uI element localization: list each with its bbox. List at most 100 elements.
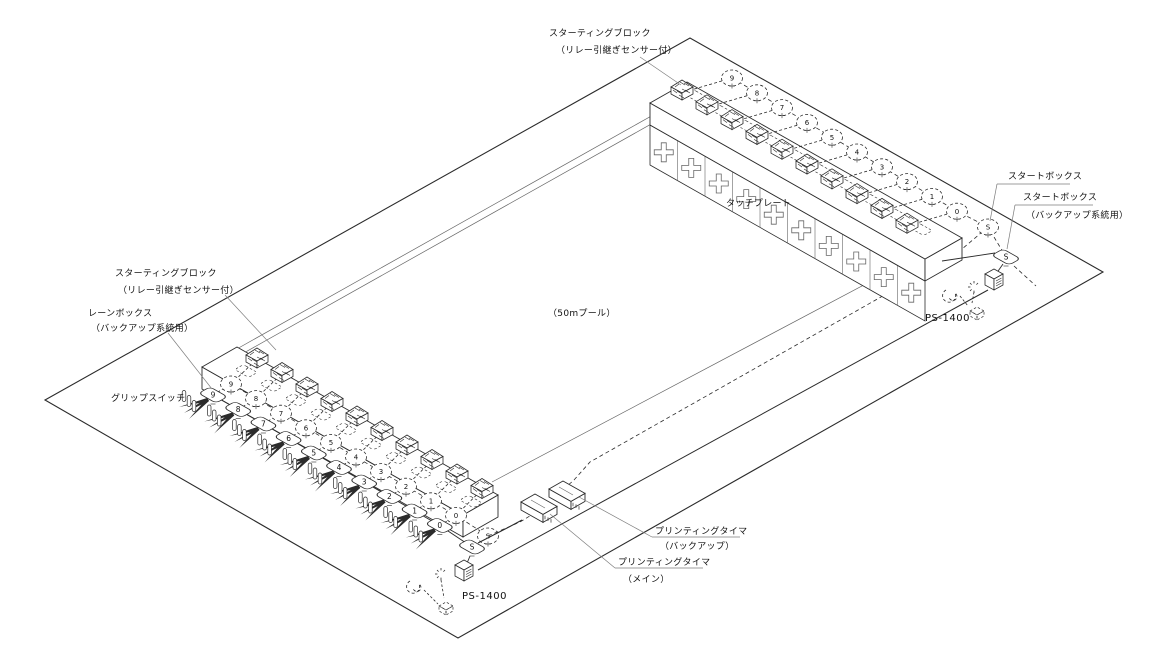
relay-sensor-pad: [285, 394, 307, 406]
touch-plate-cross: [791, 220, 812, 241]
lane-box-number: 1: [412, 507, 417, 516]
label-text: スターティングブロック: [115, 267, 217, 279]
lane-number-circle: 4: [846, 143, 868, 163]
lane-number: 4: [855, 149, 860, 157]
lane-number-circle: 8: [245, 390, 267, 410]
lane-box-backup: 6: [275, 431, 302, 448]
lane-box-backup: 0: [426, 518, 453, 535]
relay-sensor-pad: [410, 466, 432, 479]
lane-box-backup: 1: [401, 503, 428, 521]
lane-number: S: [986, 224, 991, 232]
relay-sensor-pad: [885, 208, 907, 221]
starting-block: [870, 197, 894, 220]
leader-line: [578, 496, 653, 538]
label-text: スタートボックス: [1008, 171, 1082, 182]
label-text: プリンティングタイマ: [618, 556, 710, 568]
lane-box-backup: 3: [351, 474, 378, 492]
grip-switch-pin: [312, 467, 318, 480]
starting-block: [470, 478, 494, 500]
grip-switch-pin: [191, 400, 197, 412]
lane-box-number: 2: [387, 492, 392, 501]
grip-switch-set: [229, 419, 260, 448]
grip-switch-pin: [207, 404, 212, 417]
touch-plate-cross: [763, 204, 784, 225]
lane-number-circle: 0: [445, 507, 467, 526]
relay-sensor-pad: [685, 90, 707, 102]
main-timing-cable: [565, 226, 989, 488]
grip-switch-set: [204, 404, 235, 434]
cable-coil: [942, 289, 958, 303]
lane-number: 7: [780, 104, 784, 112]
lane-number: 3: [379, 468, 383, 476]
backup-cable-stub: [1013, 265, 1037, 287]
grip-switch-pin: [338, 482, 343, 494]
label-text: スターティングブロック: [549, 27, 651, 39]
lane-box-number: S: [470, 543, 475, 552]
grip-switch-pin: [181, 390, 187, 402]
leader-line: [549, 513, 616, 569]
grip-switch-pin: [363, 496, 368, 509]
grip-switch-pin: [217, 414, 222, 427]
touch-plate-cross: [653, 142, 674, 163]
lane-number-circle: 6: [295, 419, 317, 439]
deck-outline: [43, 37, 1105, 639]
relay-sensor-pad: [735, 119, 757, 132]
leader-line: [167, 332, 213, 390]
grip-switch-pin: [282, 448, 287, 460]
touch-plate-cross: [736, 189, 757, 209]
touch-plate-cross: [681, 158, 702, 178]
grip-switch-cable: [365, 499, 386, 521]
lane-box-number: 5: [311, 449, 316, 458]
lane-number-circle: 1: [420, 492, 442, 512]
grip-switch-set: [380, 506, 411, 535]
starting-block: [245, 347, 269, 369]
starting-block: [820, 168, 844, 190]
grip-switch-cable: [214, 412, 235, 434]
lane-number-circle: 5: [320, 433, 342, 453]
starter-cable: [971, 291, 975, 304]
grip-switch-pin: [343, 487, 348, 499]
relay-sensor-pad: [385, 452, 407, 464]
grip-switch-set: [330, 477, 361, 506]
grip-switch-cable: [189, 398, 209, 419]
starting-block: [295, 376, 319, 398]
lane-number: S: [486, 533, 491, 541]
grip-switch-pin: [358, 491, 363, 504]
starting-block: [895, 212, 919, 234]
lane-number-circle: 3: [871, 158, 893, 178]
lane-box-number: S: [1004, 253, 1009, 262]
relay-sensor-pad: [835, 179, 857, 191]
lane-box-backup: 5: [300, 445, 327, 463]
touch-plate-cross: [873, 267, 894, 287]
touch-plate-cross: [901, 282, 922, 303]
lane-box-number: 3: [362, 478, 367, 487]
starter-unit: [969, 306, 985, 321]
timer-cable-dashed: [487, 513, 534, 537]
cable-coil: [406, 580, 422, 594]
starting-block: [395, 434, 419, 456]
grip-switch-pin: [237, 424, 242, 436]
starting-block: [795, 153, 819, 175]
printing-timer-backup: [548, 480, 586, 511]
grip-switch-pin: [242, 429, 247, 441]
relay-sensor-pad: [760, 134, 782, 147]
label-ps1400-bottom: PS-1400: [462, 591, 506, 602]
start-flash-icon: [968, 281, 979, 293]
leader-line: [224, 294, 277, 351]
grip-switch-cable: [234, 427, 260, 442]
start-box-backup: S: [993, 249, 1019, 267]
label-text: スタートボックス: [1023, 192, 1097, 203]
label-printing-timer-main: プリンティングタイマ（メイン）: [549, 513, 710, 585]
grip-switch-cable: [209, 412, 235, 428]
grip-switch-pin: [287, 453, 292, 465]
touch-plate-cross: [818, 236, 839, 256]
label-text: PS-1400: [925, 313, 970, 324]
grip-switch-pin: [408, 520, 413, 533]
label-touch-plate: タッチプレート: [726, 198, 791, 209]
lane-number: 2: [404, 483, 408, 491]
grip-switch-set: [355, 491, 386, 521]
label-text: （バックアップ系統用）: [1026, 209, 1128, 221]
lane-number: 5: [329, 439, 333, 447]
